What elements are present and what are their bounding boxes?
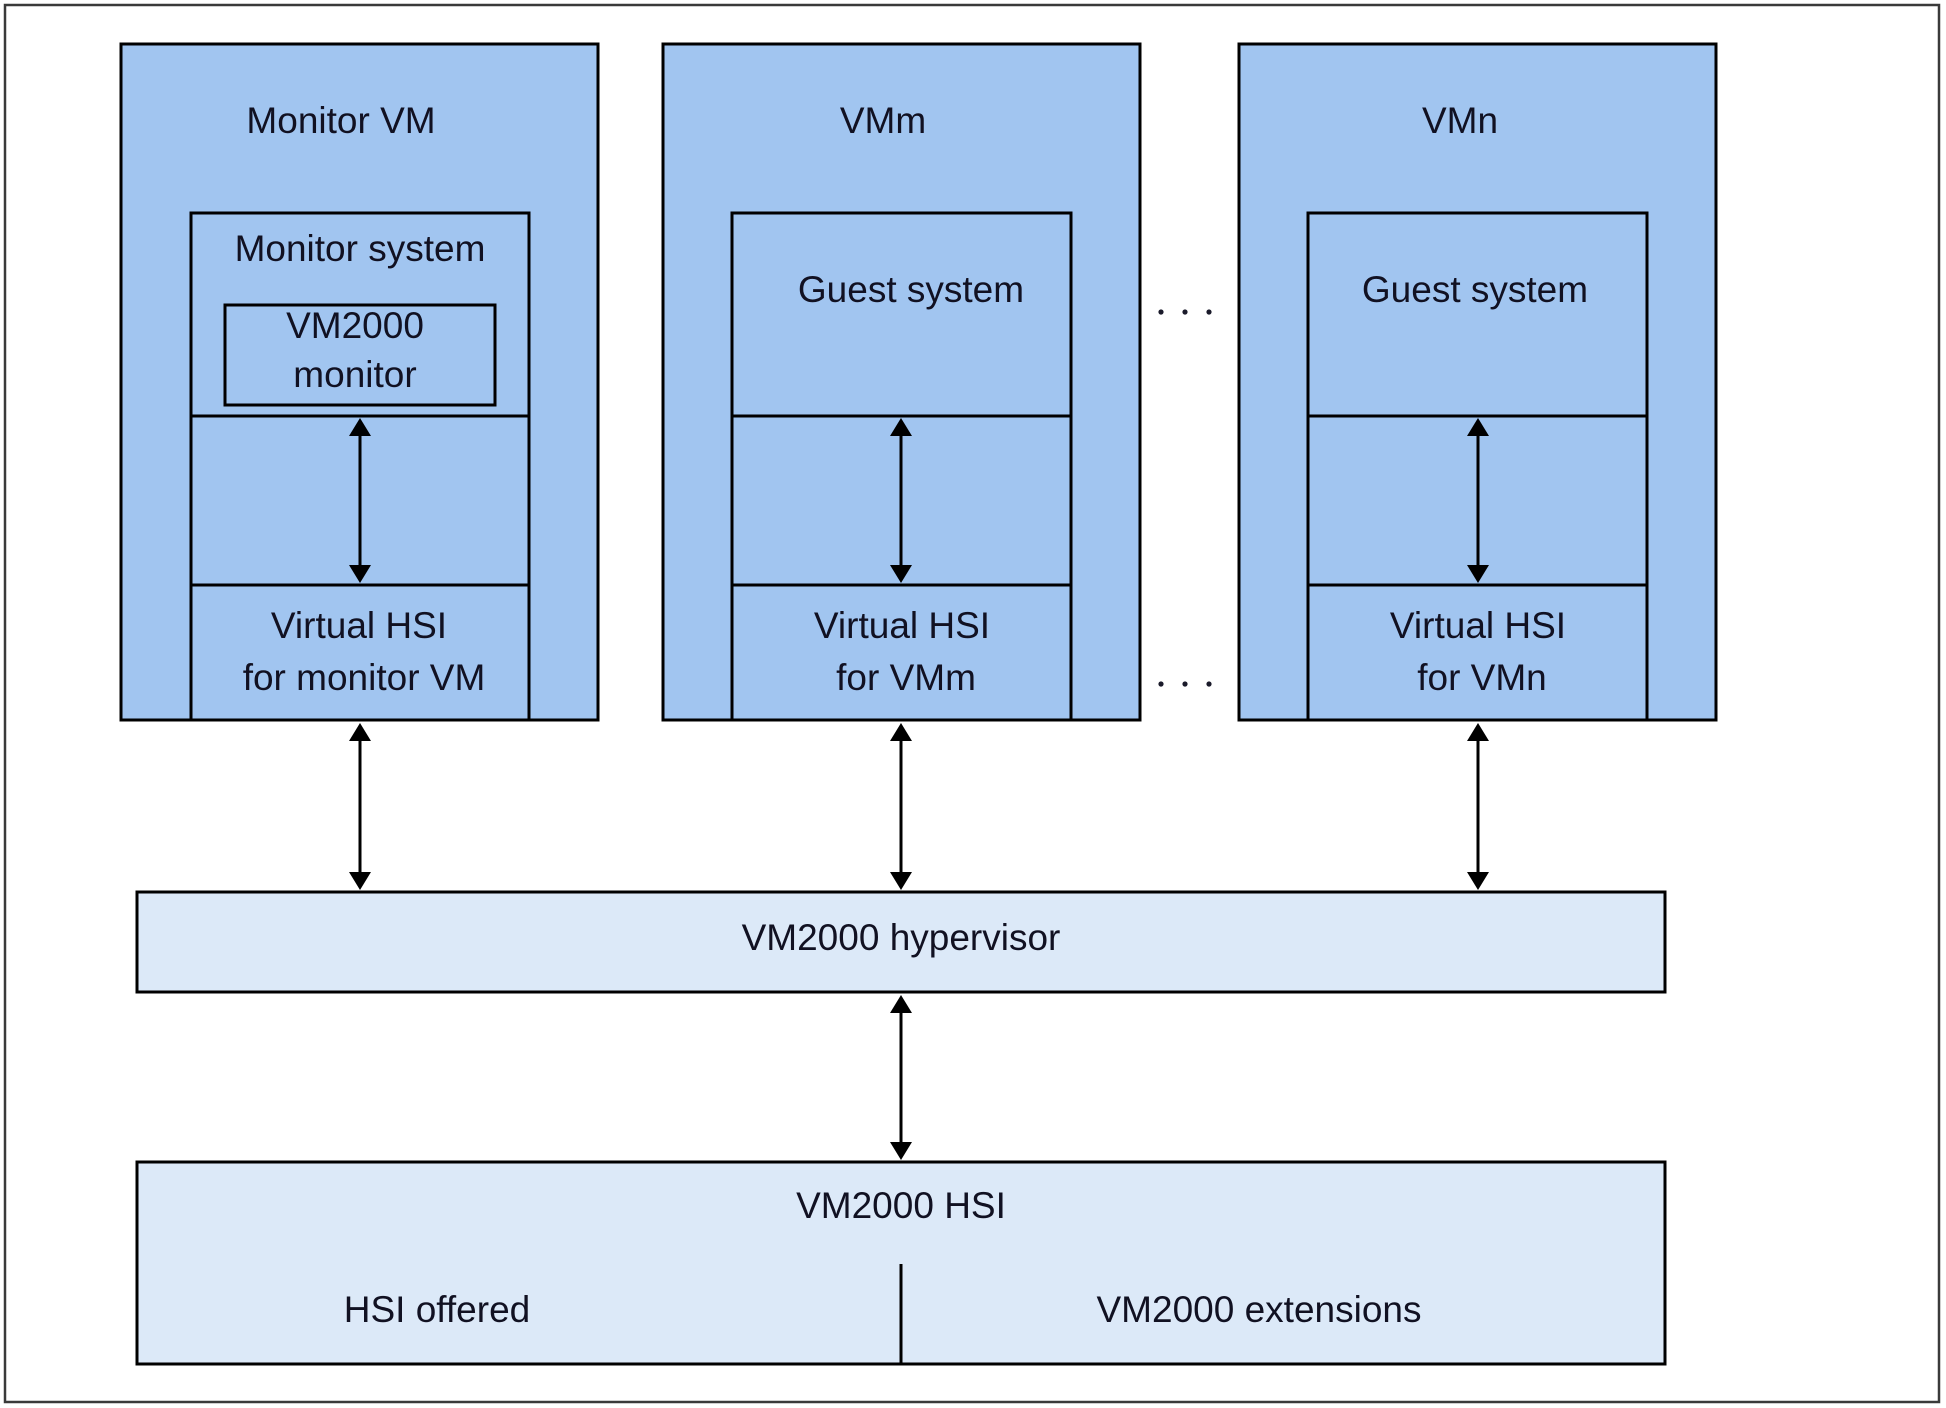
virtual-hsi-label-line1: Virtual HSI [814, 605, 990, 646]
virtual-hsi-label-line1: Virtual HSI [271, 605, 447, 646]
vm-title: Monitor VM [246, 100, 435, 141]
bidirectional-arrow [349, 723, 371, 890]
virtual-hsi-label-line2: for VMn [1417, 657, 1547, 698]
hypervisor-layer: VM2000 hypervisor [135, 890, 1667, 994]
vmn-container [1237, 42, 1718, 722]
vmm-container [661, 42, 1142, 722]
bidirectional-arrow [1467, 418, 1489, 583]
guest-system-label: Guest system [798, 269, 1024, 310]
guest-system-box [1306, 211, 1649, 720]
bidirectional-arrow [890, 995, 912, 1160]
vm2000-monitor-label-line2: monitor [293, 354, 416, 395]
hsi-label: VM2000 HSI [796, 1185, 1006, 1226]
monitor-system-stack: Monitor system VM2000 monitor Virtual HS… [189, 211, 531, 720]
bidirectional-arrow [349, 418, 371, 583]
vm-box-monitor: Monitor VM Monitor system VM2000 monitor… [119, 42, 600, 722]
bidirectional-arrow [890, 723, 912, 890]
vm-title: VMn [1422, 100, 1498, 141]
hsi-layer: VM2000 HSI HSI offered VM2000 extensions [135, 1160, 1667, 1366]
guest-system-box [730, 211, 1073, 720]
hsi-offered-label: HSI offered [344, 1289, 530, 1330]
vm2000-extensions-label: VM2000 extensions [1097, 1289, 1422, 1330]
hypervisor-label: VM2000 hypervisor [742, 917, 1061, 958]
guest-system-stack: Guest system Virtual HSI for VMn [1306, 211, 1649, 720]
virtual-hsi-label-line2: for monitor VM [243, 657, 486, 698]
vm-title: VMm [840, 100, 926, 141]
vm2000-monitor-label-line1: VM2000 [286, 305, 424, 346]
guest-system-label: Guest system [1362, 269, 1588, 310]
virtual-hsi-label-line1: Virtual HSI [1390, 605, 1566, 646]
guest-system-stack: Guest system Virtual HSI for VMm [730, 211, 1073, 720]
vm-box-vmn: VMn Guest system Virtual HSI for VMn [1237, 42, 1718, 722]
ellipsis-lower [1158, 681, 1212, 687]
monitor-system-label: Monitor system [235, 228, 486, 269]
ellipsis-upper [1158, 309, 1212, 315]
bidirectional-arrow [890, 418, 912, 583]
virtual-hsi-label-line2: for VMm [836, 657, 976, 698]
hypervisor-box [135, 890, 1667, 994]
bidirectional-arrow [1467, 723, 1489, 890]
vm-box-vmm: VMm Guest system Virtual HSI for VMm [661, 42, 1142, 722]
monitor-system-box [189, 211, 531, 720]
vm2000-monitor-box [223, 303, 497, 407]
